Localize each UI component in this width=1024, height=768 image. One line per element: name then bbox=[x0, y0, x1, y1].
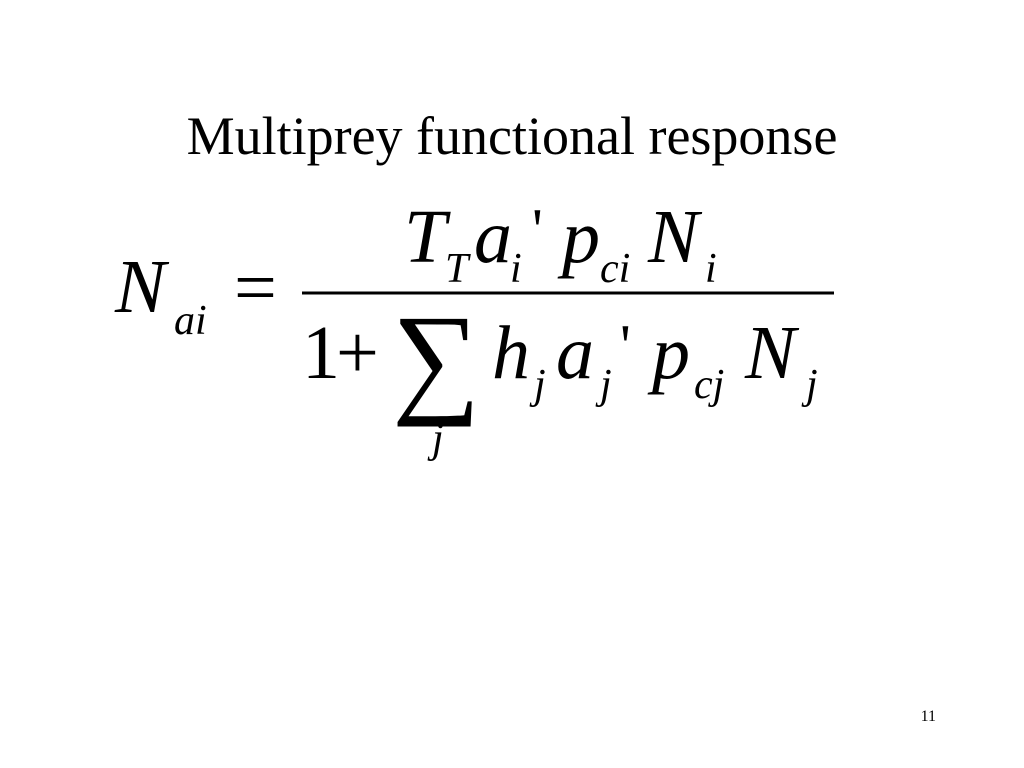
numerator-N-subscript: i bbox=[705, 246, 717, 292]
numerator-p: p bbox=[557, 195, 600, 279]
denominator-h: h bbox=[492, 311, 530, 395]
denominator-a-prime: ' bbox=[620, 313, 631, 379]
denominator-p: p bbox=[647, 311, 690, 395]
equals-sign: = bbox=[234, 246, 277, 330]
summation-sign: ∑ bbox=[392, 290, 480, 427]
denominator-a-subscript: j bbox=[595, 362, 612, 408]
numerator-T: T bbox=[404, 195, 451, 279]
numerator-a-prime: ' bbox=[532, 197, 543, 263]
denominator-a: a bbox=[556, 311, 594, 395]
numerator-T-subscript: T bbox=[445, 246, 471, 292]
denominator-h-subscript: j bbox=[529, 362, 546, 408]
summation-index: j bbox=[427, 416, 444, 462]
denominator-N-subscript: j bbox=[801, 362, 818, 408]
page-number: 11 bbox=[920, 708, 936, 725]
slide-title: Multiprey functional response bbox=[186, 106, 838, 166]
denominator-p-subscript: cj bbox=[694, 362, 724, 408]
denominator-one: 1 bbox=[302, 311, 340, 395]
denominator-plus: + bbox=[336, 311, 379, 395]
lhs-symbol: N bbox=[114, 245, 170, 329]
numerator-N: N bbox=[647, 195, 703, 279]
denominator-N: N bbox=[744, 311, 800, 395]
numerator-a: a bbox=[474, 195, 512, 279]
numerator-p-subscript: ci bbox=[600, 246, 630, 292]
numerator-a-subscript: i bbox=[510, 246, 522, 292]
lhs-subscript: ai bbox=[174, 298, 207, 344]
